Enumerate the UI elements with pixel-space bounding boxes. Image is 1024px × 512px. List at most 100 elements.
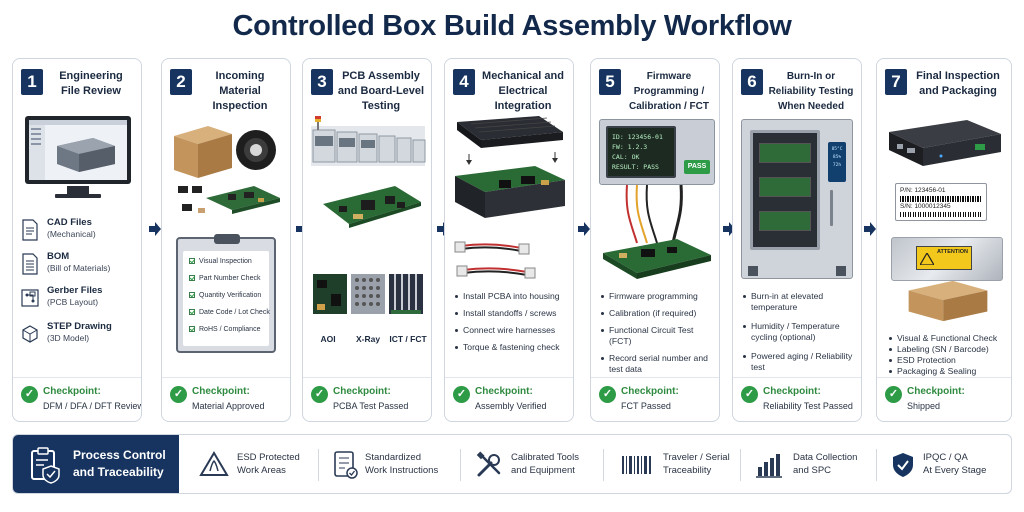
list-item: Visual & Functional Check <box>889 333 1005 344</box>
barcode-icon <box>900 212 982 217</box>
step-card-2: 2 Incoming Material Inspection Visual In… <box>161 58 291 422</box>
process-control-bar: Process Control and Traceability ESD Pro… <box>12 434 1012 494</box>
step-card-6: 6 Burn-In or Reliability Testing When Ne… <box>732 58 862 422</box>
inspection-label-ict: ICT / FCT <box>389 334 427 344</box>
checkpoint: ✓ Checkpoint: Material Approved <box>162 377 290 421</box>
arrow-right-icon <box>864 222 876 236</box>
list-item: Functional Circuit Test (FCT) <box>601 325 713 347</box>
step-title: Incoming Material Inspection <box>212 70 268 112</box>
bullet-list: Burn-in at elevated temperature Humidity… <box>743 291 855 379</box>
step-card-3: 3 PCB Assembly and Board-Level Testing <box>302 58 432 422</box>
inspection-label-xray: X-Ray <box>355 334 381 344</box>
workflow-steps: 1 Engineering File Review CAD Files (Mec… <box>12 58 1012 422</box>
check-icon: ✓ <box>21 386 38 403</box>
checkpoint: ✓ Checkpoint: Assembly Verified <box>445 377 573 421</box>
inspection-label-aoi: AOI <box>320 334 336 344</box>
esd-warning-label: ATTENTION <box>916 246 972 270</box>
finished-enclosure-image <box>889 120 1001 166</box>
step-number: 2 <box>170 69 192 95</box>
list-item: Firmware programming <box>601 291 713 302</box>
esd-hand-icon <box>920 253 934 265</box>
step-number: 1 <box>21 69 43 95</box>
cube-3d-icon <box>22 325 38 343</box>
check-icon: ✓ <box>741 386 758 403</box>
check-icon: ✓ <box>170 386 187 403</box>
checkbox-icon <box>189 326 195 332</box>
barcode-icon <box>622 456 651 474</box>
document-icon <box>22 219 38 241</box>
step-number: 4 <box>453 69 475 95</box>
step-title: Burn-In or Reliability Testing When Need… <box>768 71 854 112</box>
step-title: PCB Assembly and Board-Level Testing <box>337 70 425 112</box>
list-item: ESD Protection <box>889 355 1005 366</box>
enclosure-assembly-image <box>454 116 565 279</box>
checkpoint: ✓ Checkpoint: Reliability Test Passed <box>733 377 861 421</box>
barcode-icon <box>900 196 982 202</box>
step-card-7: 7 Final Inspection and Packaging P/N: 12… <box>876 58 1012 422</box>
step-number: 7 <box>885 69 907 95</box>
inspection-checklist: Visual Inspection Part Number Check Quan… <box>176 234 276 353</box>
checkpoint: ✓ Checkpoint: DFM / DFA / DFT Review <box>13 377 141 421</box>
checkbox-icon <box>189 258 195 264</box>
shield-check-icon <box>893 453 913 477</box>
step-card-5: 5 Firmware Programming / Calibration / F… <box>590 58 720 422</box>
list-document-icon <box>22 253 38 275</box>
list-item: Labeling (SN / Barcode) <box>889 344 1005 355</box>
list-item: Record serial number and test data <box>601 353 713 375</box>
tools-icon <box>476 451 501 477</box>
pass-badge: PASS <box>684 160 710 174</box>
checkbox-icon <box>189 292 195 298</box>
check-icon: ✓ <box>311 386 328 403</box>
step-number: 5 <box>599 69 621 95</box>
step-number: 3 <box>311 69 333 95</box>
checkbox-icon <box>189 309 195 315</box>
clipboard-shield-icon <box>31 447 60 484</box>
esd-bag: ATTENTION <box>891 237 1003 281</box>
list-item: Install PCBA into housing <box>455 291 567 302</box>
step-title: Final Inspection and Packaging <box>916 70 1000 97</box>
bullet-list: Firmware programming Calibration (if req… <box>601 291 713 381</box>
esd-warning-icon <box>199 451 229 476</box>
page-title: Controlled Box Build Assembly Workflow <box>232 10 792 42</box>
step-title: Firmware Programming / Calibration / FCT <box>629 71 709 112</box>
list-item: Burn-in at elevated temperature <box>743 291 855 313</box>
process-control-lead: Process Control and Traceability <box>13 435 179 493</box>
arrow-right-icon <box>578 222 590 236</box>
arrow-right-icon <box>149 222 161 236</box>
step-card-1: 1 Engineering File Review CAD Files (Mec… <box>12 58 142 422</box>
checkpoint: ✓ Checkpoint: FCT Passed <box>591 377 719 421</box>
materials-image <box>174 126 280 214</box>
pcb-under-test-image <box>603 184 711 279</box>
pcb-layout-icon <box>21 289 39 307</box>
step-title: Mechanical and Electrical Integration <box>482 70 564 112</box>
check-icon: ✓ <box>453 386 470 403</box>
bullet-list: Visual & Functional Check Labeling (SN /… <box>889 333 1005 377</box>
burn-in-chamber: 85°C 85% 72h <box>741 119 853 279</box>
checklist-icon <box>334 451 358 479</box>
step-card-4: 4 Mechanical and Electrical Integration … <box>444 58 574 422</box>
step-title: Engineering File Review <box>59 70 123 97</box>
bar-chart-icon <box>756 454 782 478</box>
list-item: Packaging & Sealing <box>889 366 1005 377</box>
checkpoint: ✓ Checkpoint: PCBA Test Passed <box>303 377 431 421</box>
list-item: Connect wire harnesses <box>455 325 567 336</box>
check-icon: ✓ <box>885 386 902 403</box>
check-icon: ✓ <box>599 386 616 403</box>
list-item: Powered aging / Reliability test <box>743 351 855 373</box>
list-item: Install standoffs / screws <box>455 308 567 319</box>
shipping-box-image <box>908 280 988 322</box>
bullet-list: Install PCBA into housing Install stando… <box>455 291 567 359</box>
monitor-image <box>25 116 131 198</box>
checkbox-icon <box>189 275 195 281</box>
step-number: 6 <box>741 69 763 95</box>
serial-label: P/N: 123456-01 S/N: 1000012345 <box>895 183 987 221</box>
test-fixture: ID: 123456-01 FW: 1.2.3 CAL: OK RESULT: … <box>599 119 715 185</box>
smt-line-image <box>311 116 426 314</box>
test-screen: ID: 123456-01 FW: 1.2.3 CAL: OK RESULT: … <box>606 126 676 178</box>
chamber-display: 85°C 85% 72h <box>828 142 846 182</box>
checkpoint: ✓ Checkpoint: Shipped <box>877 377 1011 421</box>
list-item: Torque & fastening check <box>455 342 567 353</box>
chamber-window <box>750 130 820 250</box>
list-item: Humidity / Temperature cycling (optional… <box>743 321 855 343</box>
list-item: Calibration (if required) <box>601 308 713 319</box>
